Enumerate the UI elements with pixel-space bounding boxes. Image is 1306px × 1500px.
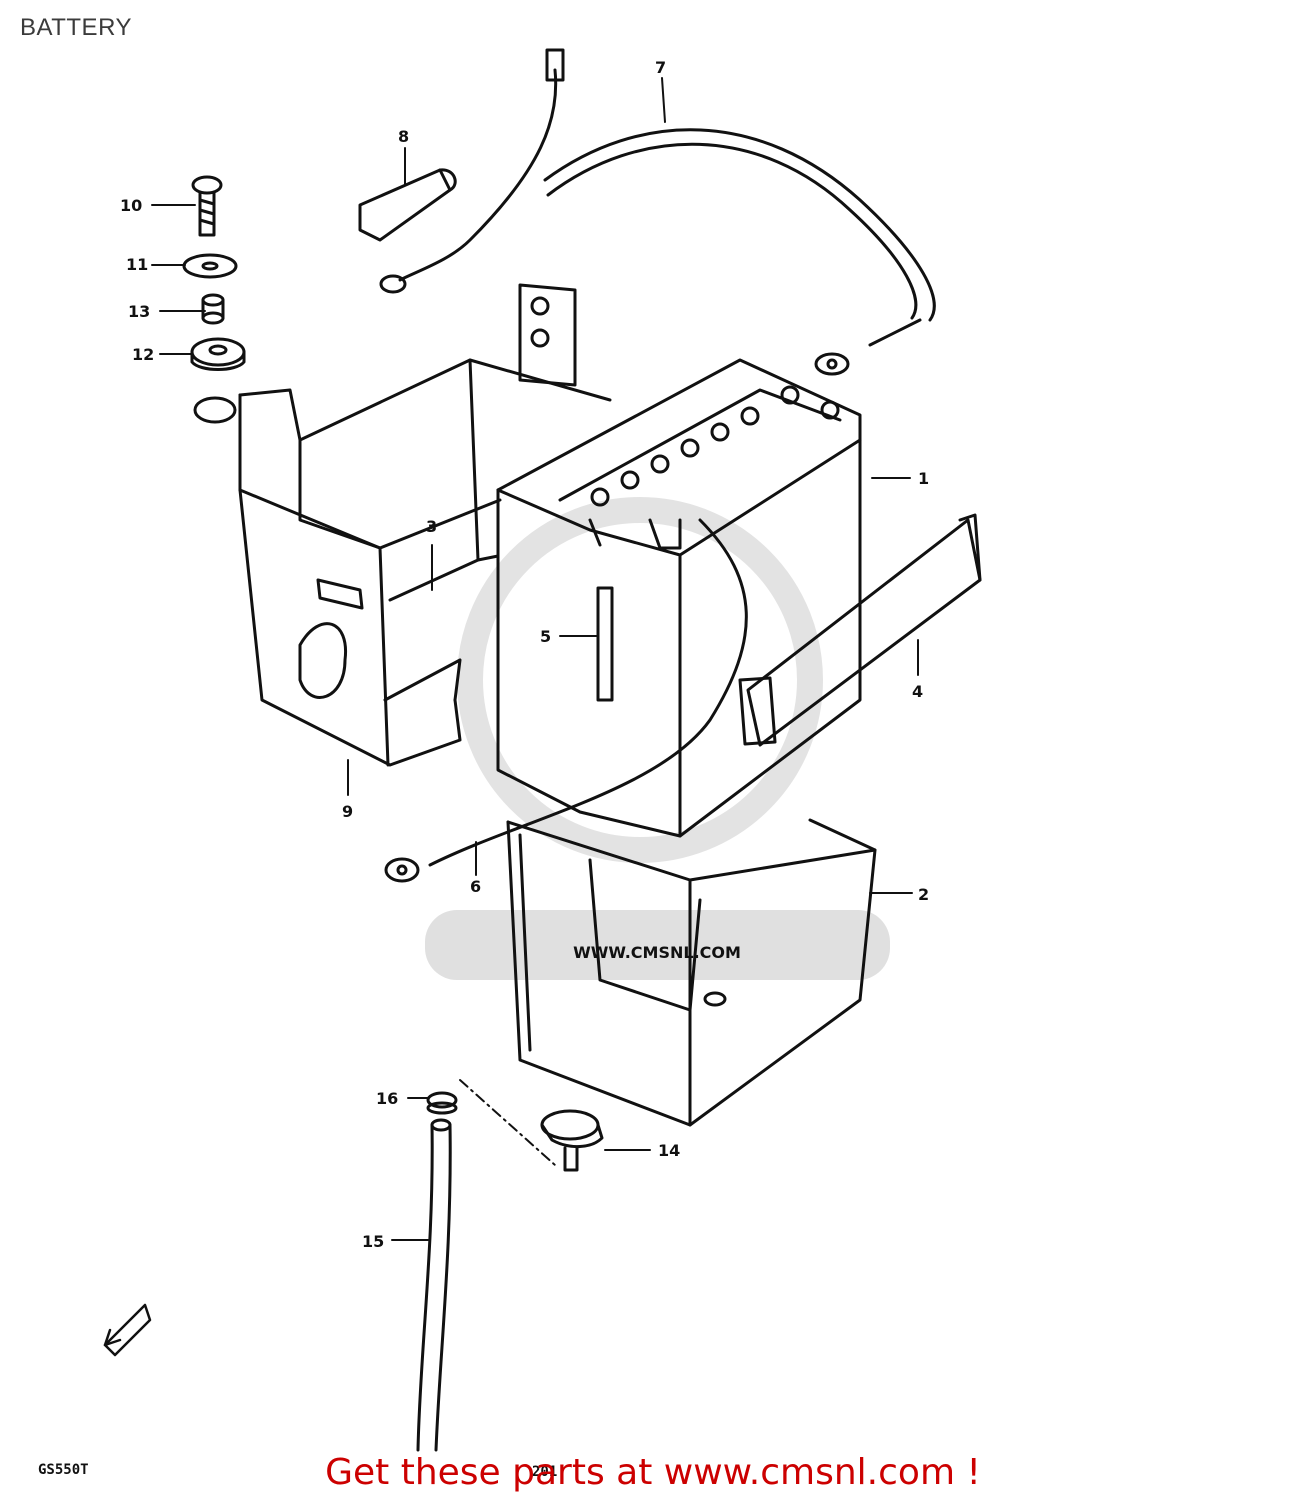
bolt (191, 175, 223, 237)
clamp (426, 1091, 458, 1115)
battery-case (506, 818, 877, 1127)
battery-minus-lead (384, 518, 748, 883)
cushion (190, 337, 246, 371)
watermark-text: WWW.CMSNL.COM (573, 943, 741, 962)
callout-1: 1 (918, 469, 929, 488)
callout-10: 10 (120, 196, 142, 215)
callout-13: 13 (128, 302, 150, 321)
terminal-cover (358, 168, 457, 242)
callout-7: 7 (655, 58, 666, 77)
callout-9: 9 (342, 802, 353, 821)
callout-4: 4 (912, 682, 923, 701)
spacer (201, 293, 225, 325)
battery-plus-lead (379, 48, 936, 376)
callout-3: 3 (426, 517, 437, 536)
callout-8: 8 (398, 127, 409, 146)
diagram-page-number: 201 (532, 1464, 558, 1480)
callout-16: 16 (376, 1089, 398, 1108)
callout-12: 12 (132, 345, 154, 364)
callout-15: 15 (362, 1232, 384, 1251)
callout-2: 2 (918, 885, 929, 904)
footer-link[interactable]: Get these parts at www.cmsnl.com ! (325, 1452, 981, 1493)
washer (182, 253, 238, 279)
callout-14: 14 (658, 1141, 680, 1160)
model-code: GS550T (38, 1462, 89, 1478)
breather-hose (416, 1118, 452, 1452)
breather-fitting (540, 1109, 604, 1172)
watermark: WWW.CMSNL.COM (425, 497, 890, 980)
battery (496, 358, 862, 838)
page-title: BATTERY (20, 14, 132, 41)
battery-holder-bracket (193, 283, 612, 767)
leader-lines (151, 77, 919, 1241)
front-arrow-icon (103, 1303, 152, 1357)
callout-6: 6 (470, 877, 481, 896)
callout-11: 11 (126, 255, 148, 274)
battery-band (738, 513, 982, 747)
callout-labels: 1 2 3 4 5 6 7 8 9 10 11 12 13 14 15 16 (120, 58, 929, 1251)
callout-5: 5 (540, 627, 551, 646)
